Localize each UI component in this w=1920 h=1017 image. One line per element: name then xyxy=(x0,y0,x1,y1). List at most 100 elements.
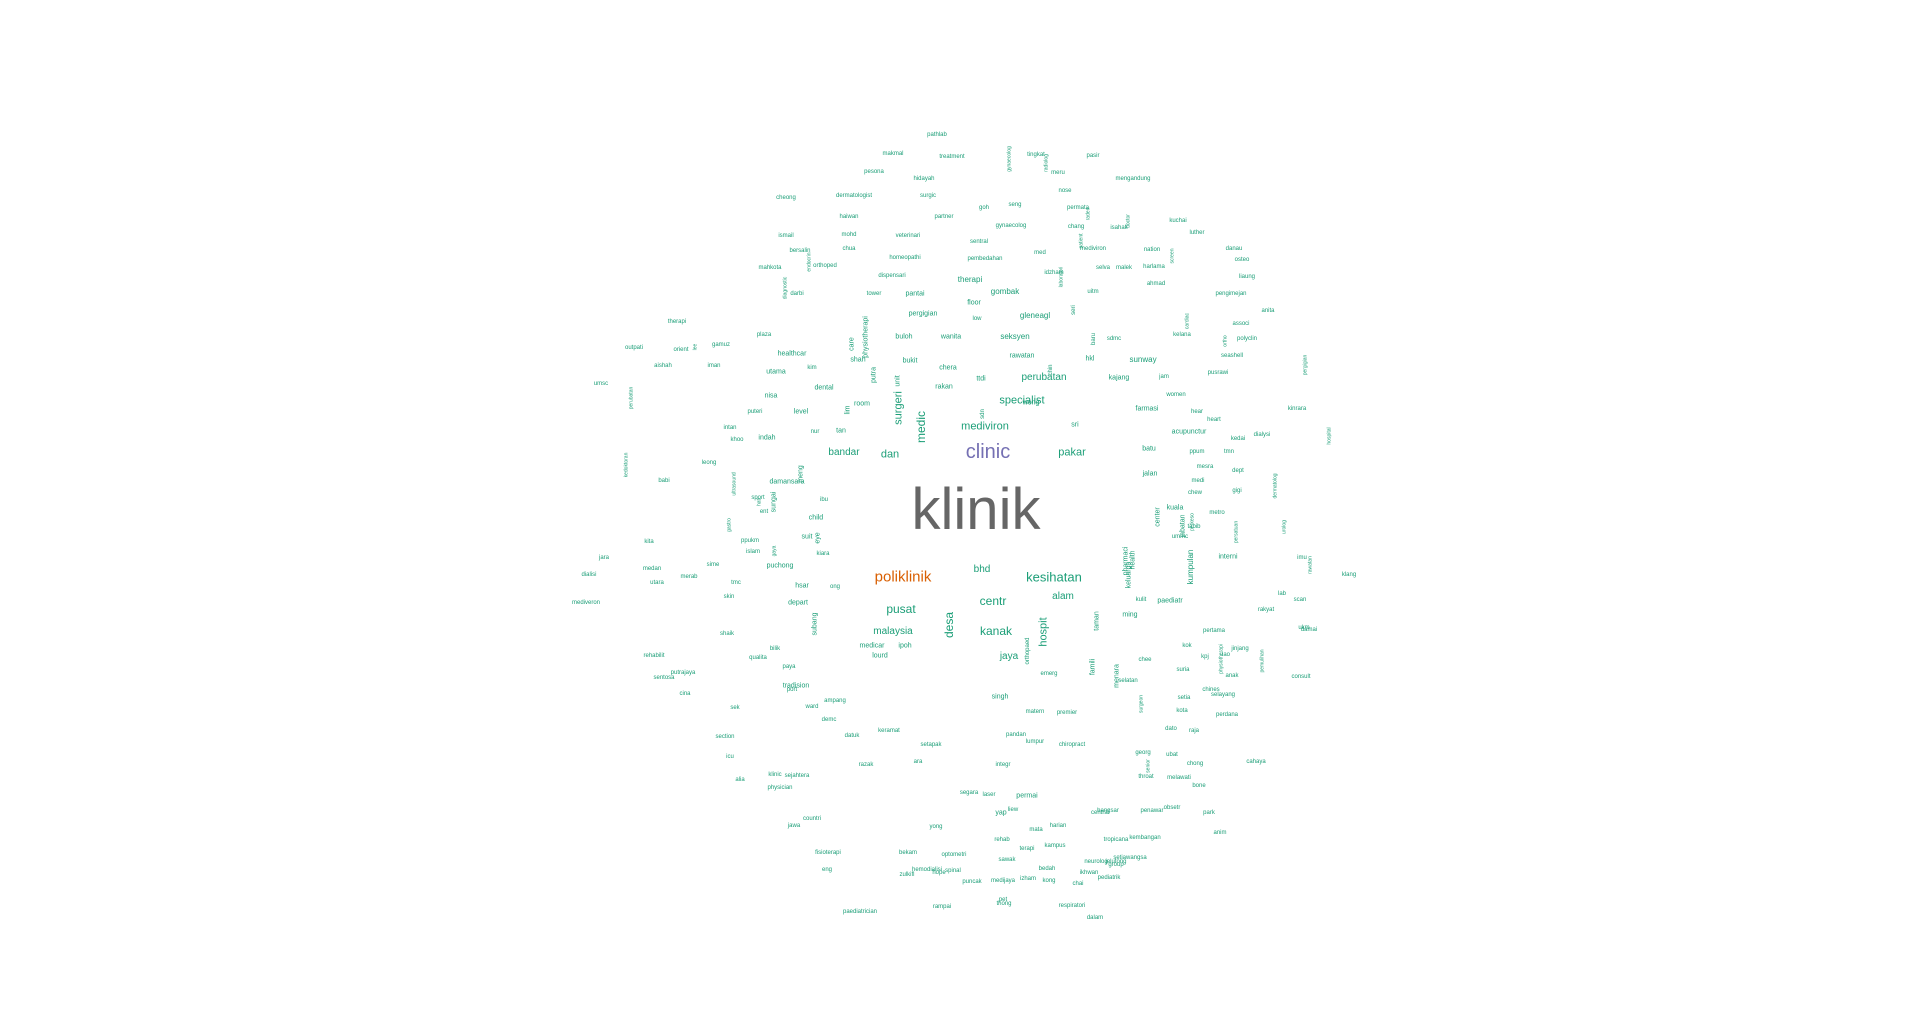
cloud-word: ukm xyxy=(1298,625,1310,631)
cloud-word: sdn xyxy=(980,409,986,419)
cloud-word: gamuz xyxy=(711,342,731,348)
cloud-word: bedah xyxy=(1038,866,1056,872)
cloud-word: icu xyxy=(726,754,734,760)
cloud-word: farmasi xyxy=(1135,405,1159,413)
cloud-word: rehab xyxy=(994,837,1010,843)
cloud-word: dato xyxy=(1165,726,1177,732)
cloud-word: persatuan xyxy=(1233,520,1240,544)
cloud-word: permai xyxy=(1016,792,1038,800)
cloud-word: osteo xyxy=(1234,257,1250,263)
cloud-word: diagnostic xyxy=(782,276,789,300)
cloud-word: perubatan xyxy=(628,386,635,410)
cloud-word: indah xyxy=(758,434,776,442)
cloud-word: babi xyxy=(658,478,670,484)
cloud-word: gigi xyxy=(1232,488,1242,494)
cloud-word: sport xyxy=(751,495,765,501)
cloud-word: ong xyxy=(829,584,841,590)
cloud-word: throat xyxy=(1138,774,1154,780)
cloud-word: pertama xyxy=(1202,628,1226,634)
cloud-word: heart xyxy=(1207,417,1221,423)
cloud-word: kuchai xyxy=(1169,218,1187,224)
cloud-word: danau xyxy=(1225,246,1243,252)
cloud-word: ppukm xyxy=(740,538,760,544)
cloud-word: nur xyxy=(810,429,820,435)
cloud-word: goh xyxy=(978,205,990,211)
cloud-word: screen xyxy=(1169,248,1176,264)
cloud-word: health xyxy=(1129,550,1137,570)
cloud-word: idzham xyxy=(1044,270,1064,276)
cloud-word: qualita xyxy=(749,655,767,661)
cloud-word: malek xyxy=(1115,265,1133,271)
cloud-word: acupunctur xyxy=(1171,428,1207,436)
cloud-word: partner xyxy=(934,214,954,220)
cloud-word: puteri xyxy=(747,409,763,415)
cloud-word: dermatologist xyxy=(835,193,873,199)
cloud-word: jawa xyxy=(787,823,801,829)
cloud-word: cardiac xyxy=(1184,312,1191,330)
cloud-word: kok xyxy=(1182,643,1192,649)
cloud-word: medan xyxy=(642,566,662,572)
cloud-word: seng xyxy=(1008,202,1022,208)
cloud-word: meng xyxy=(797,465,805,483)
cloud-word: datuk xyxy=(844,733,860,739)
cloud-word: pathlab xyxy=(927,132,947,138)
cloud-word: eng xyxy=(821,867,833,873)
cloud-word: kpj xyxy=(1201,654,1209,660)
cloud-word: consult xyxy=(1291,674,1311,680)
cloud-word: hati xyxy=(756,497,763,507)
cloud-word: ampang xyxy=(824,698,846,704)
cloud-word: buloh xyxy=(895,333,913,341)
cloud-word: chera xyxy=(939,364,957,372)
cloud-word: perubatan xyxy=(1021,372,1067,383)
cloud-word: kanak xyxy=(979,624,1013,638)
cloud-word: hope xyxy=(932,870,946,876)
cloud-word: pergigian xyxy=(908,310,938,318)
cloud-word: gleneagl xyxy=(1019,311,1051,320)
cloud-word: kim xyxy=(807,365,817,371)
cloud-word: chiropract xyxy=(1058,742,1086,748)
cloud-word: wong xyxy=(1022,399,1040,407)
cloud-word: razak xyxy=(858,762,874,768)
cloud-word: taman xyxy=(1093,611,1101,631)
cloud-word: darbi xyxy=(790,291,804,297)
cloud-word: neurolog xyxy=(1084,859,1108,865)
cloud-word: tingkat xyxy=(1027,152,1045,158)
cloud-word: dermatolog xyxy=(1272,473,1279,499)
cloud-word: kulit xyxy=(1135,597,1147,603)
cloud-word: tmn xyxy=(1223,449,1235,455)
cloud-word: floor xyxy=(967,299,981,307)
cloud-word: makmal xyxy=(882,151,904,157)
cloud-word: hkl xyxy=(1085,355,1095,363)
cloud-word: baru xyxy=(1091,332,1097,346)
cloud-word: pusat xyxy=(886,602,916,616)
cloud-word: setapak xyxy=(920,742,942,748)
cloud-word: seashell xyxy=(1220,353,1244,359)
cloud-word: dalam xyxy=(1086,915,1104,921)
cloud-word: pesona xyxy=(864,169,884,175)
cloud-word: kuala xyxy=(1166,504,1184,512)
cloud-word: park xyxy=(1203,810,1215,816)
cloud-word: haiwan xyxy=(839,214,859,220)
cloud-word: kinrara xyxy=(1287,406,1307,412)
cloud-word: tmc xyxy=(731,580,741,586)
cloud-word: rampai xyxy=(932,904,952,910)
cloud-word: liew xyxy=(1007,807,1019,813)
cloud-word: ppum xyxy=(1189,449,1205,455)
cloud-word: metro xyxy=(1209,510,1225,516)
cloud-word: alam xyxy=(1052,591,1074,602)
cloud-word: kedoktoran xyxy=(623,452,630,478)
cloud-word: iman xyxy=(707,363,721,369)
cloud-word: fisioterapi xyxy=(815,850,841,856)
cloud-word: batu xyxy=(1142,445,1156,453)
cloud-word: treatment xyxy=(939,154,965,160)
cloud-word: pasir xyxy=(1086,153,1100,159)
cloud-word: seksyen xyxy=(1000,332,1030,341)
cloud-word: cina xyxy=(679,691,691,697)
cloud-word: veterinari xyxy=(895,233,921,239)
cloud-word: sentosa xyxy=(653,675,675,681)
cloud-word: famili xyxy=(1089,658,1097,676)
cloud-word: imu xyxy=(1297,555,1307,561)
cloud-word: hospital xyxy=(1326,427,1333,445)
cloud-word: ortho xyxy=(1222,335,1229,347)
cloud-word: tradision xyxy=(782,682,810,690)
